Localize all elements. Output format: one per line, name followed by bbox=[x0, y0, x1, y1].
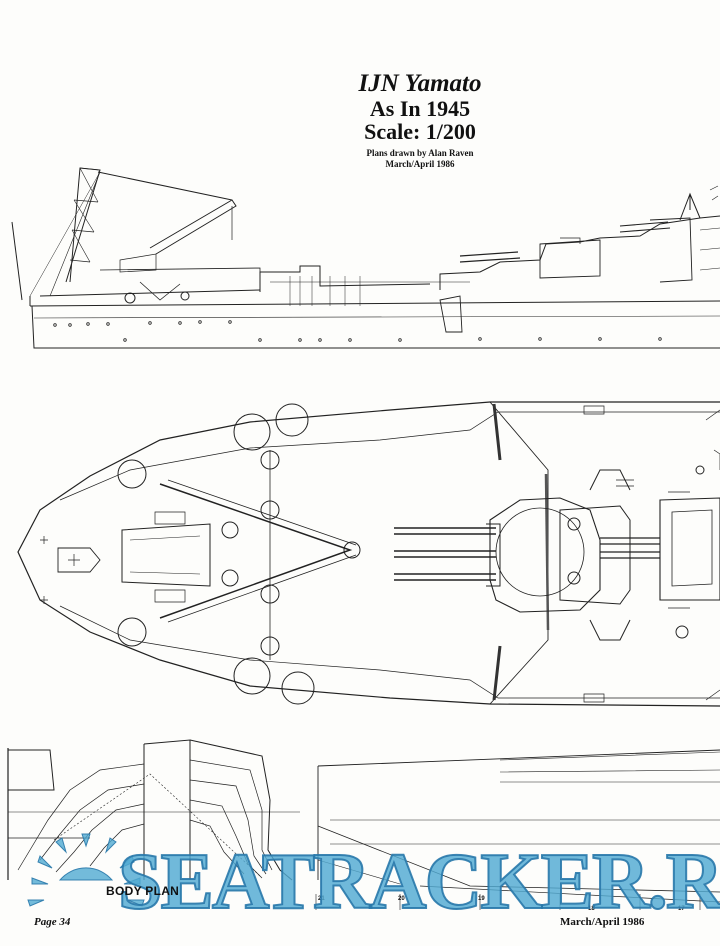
side-profile-drawing bbox=[11, 167, 720, 349]
frame-number: 19 bbox=[478, 896, 485, 902]
frame-number: 20 bbox=[398, 896, 405, 902]
frame-number: 21 bbox=[318, 896, 325, 902]
body-plan-drawing bbox=[7, 739, 720, 910]
issue-date: March/April 1986 bbox=[385, 159, 455, 169]
footer-issue-date: March/April 1986 bbox=[560, 916, 645, 928]
frame-number: 17 bbox=[678, 906, 685, 912]
title-block: IJN Yamato As In 1945 Scale: 1/200 bbox=[330, 70, 510, 144]
body-plan-label: BODY PLAN bbox=[106, 884, 180, 898]
credit-block: Plans drawn by Alan Raven March/April 19… bbox=[330, 148, 510, 170]
ship-year: As In 1945 bbox=[369, 96, 471, 121]
scale-label: Scale: 1/200 bbox=[364, 119, 476, 144]
watermark-emblem bbox=[27, 833, 145, 907]
drawn-by: Plans drawn by Alan Raven bbox=[366, 148, 474, 158]
deck-plan-drawing bbox=[17, 401, 720, 707]
page-number: Page 34 bbox=[34, 916, 71, 928]
ship-name: IJN Yamato bbox=[358, 70, 482, 97]
frame-number: 18 bbox=[588, 906, 595, 912]
watermark-text: SEATRACKER.RU bbox=[117, 838, 720, 926]
